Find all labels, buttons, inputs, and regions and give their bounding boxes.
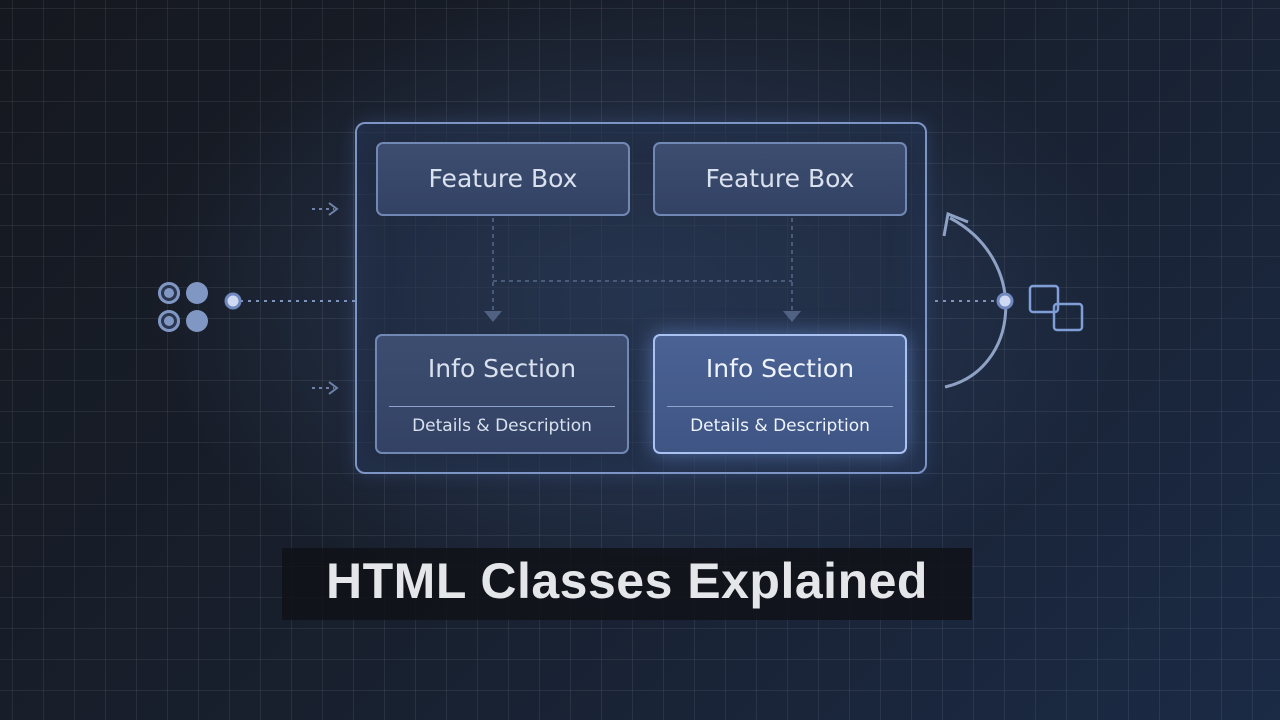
- info-section-1: Info Section Details & Description: [375, 334, 629, 454]
- feature-box-1-label: Feature Box: [428, 164, 578, 193]
- info-section-2-divider: [667, 406, 893, 407]
- info-section-2-title: Info Section: [705, 354, 855, 383]
- info-section-1-divider: [389, 406, 615, 407]
- feature-box-1: Feature Box: [376, 142, 630, 216]
- info-section-1-description: Details & Description: [412, 416, 592, 436]
- info-section-2-description: Details & Description: [690, 416, 870, 436]
- four-dots-icon: [158, 282, 210, 334]
- info-section-2-highlighted: Info Section Details & Description: [653, 334, 907, 454]
- page-title: HTML Classes Explained: [326, 553, 928, 609]
- feature-box-2-label: Feature Box: [705, 164, 855, 193]
- feature-box-2: Feature Box: [653, 142, 907, 216]
- info-section-1-title: Info Section: [427, 354, 577, 383]
- title-banner: HTML Classes Explained: [282, 548, 972, 620]
